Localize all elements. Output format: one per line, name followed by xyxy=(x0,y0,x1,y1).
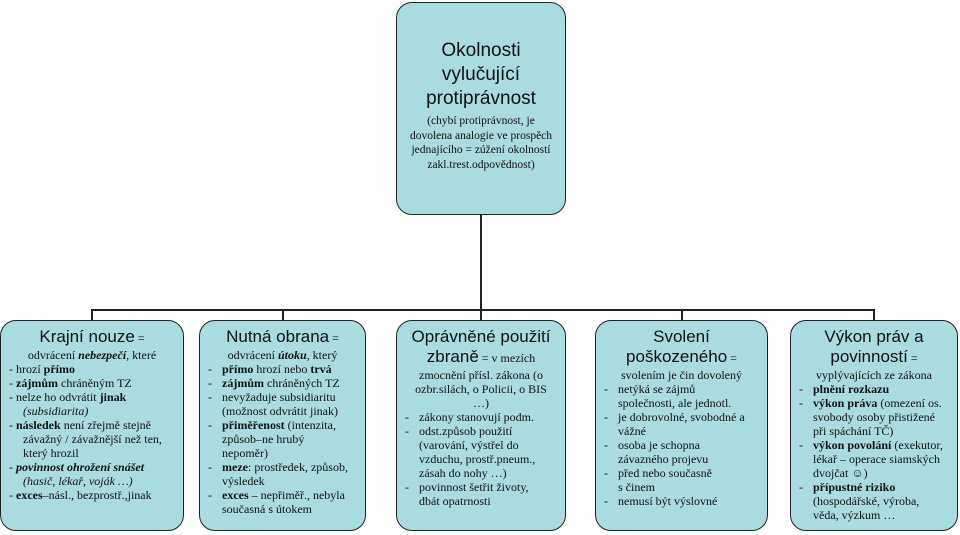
node-body: svolením je čin dovolený -netýká se zájm… xyxy=(604,368,745,508)
root-subtitle: (chybí protiprávnost, je dovolena analog… xyxy=(409,115,553,171)
root-connector xyxy=(480,215,482,310)
node-body: odvrácení nebezpečí, které - hrozí přímo… xyxy=(9,348,162,502)
connector-c4 xyxy=(681,309,683,321)
connector-c3 xyxy=(480,309,482,321)
horizontal-connector xyxy=(91,309,874,311)
root-node: Okolnosti vylučující protiprávnost (chyb… xyxy=(396,2,566,215)
connector-c5 xyxy=(873,309,875,321)
connector-c1 xyxy=(91,309,93,321)
root-title: Okolnosti vylučující protiprávnost xyxy=(426,40,536,109)
node-heading: Nutná obrana = xyxy=(226,327,339,346)
connector-c2 xyxy=(282,309,284,321)
node-body: odvrácení útoku, který -přímo hrozí nebo… xyxy=(208,348,348,516)
node-nutna-obrana: Nutná obrana = odvrácení útoku, který -p… xyxy=(199,320,366,531)
node-body: zmocnění přísl. zákona (o ozbr.silách, o… xyxy=(405,368,547,508)
node-heading: Krajní nouze = xyxy=(39,327,145,346)
node-krajni-nouze: Krajní nouze = odvrácení nebezpečí, kter… xyxy=(0,320,184,531)
node-body: vyplývajících ze zákona -plnění rozkazu … xyxy=(799,368,943,522)
